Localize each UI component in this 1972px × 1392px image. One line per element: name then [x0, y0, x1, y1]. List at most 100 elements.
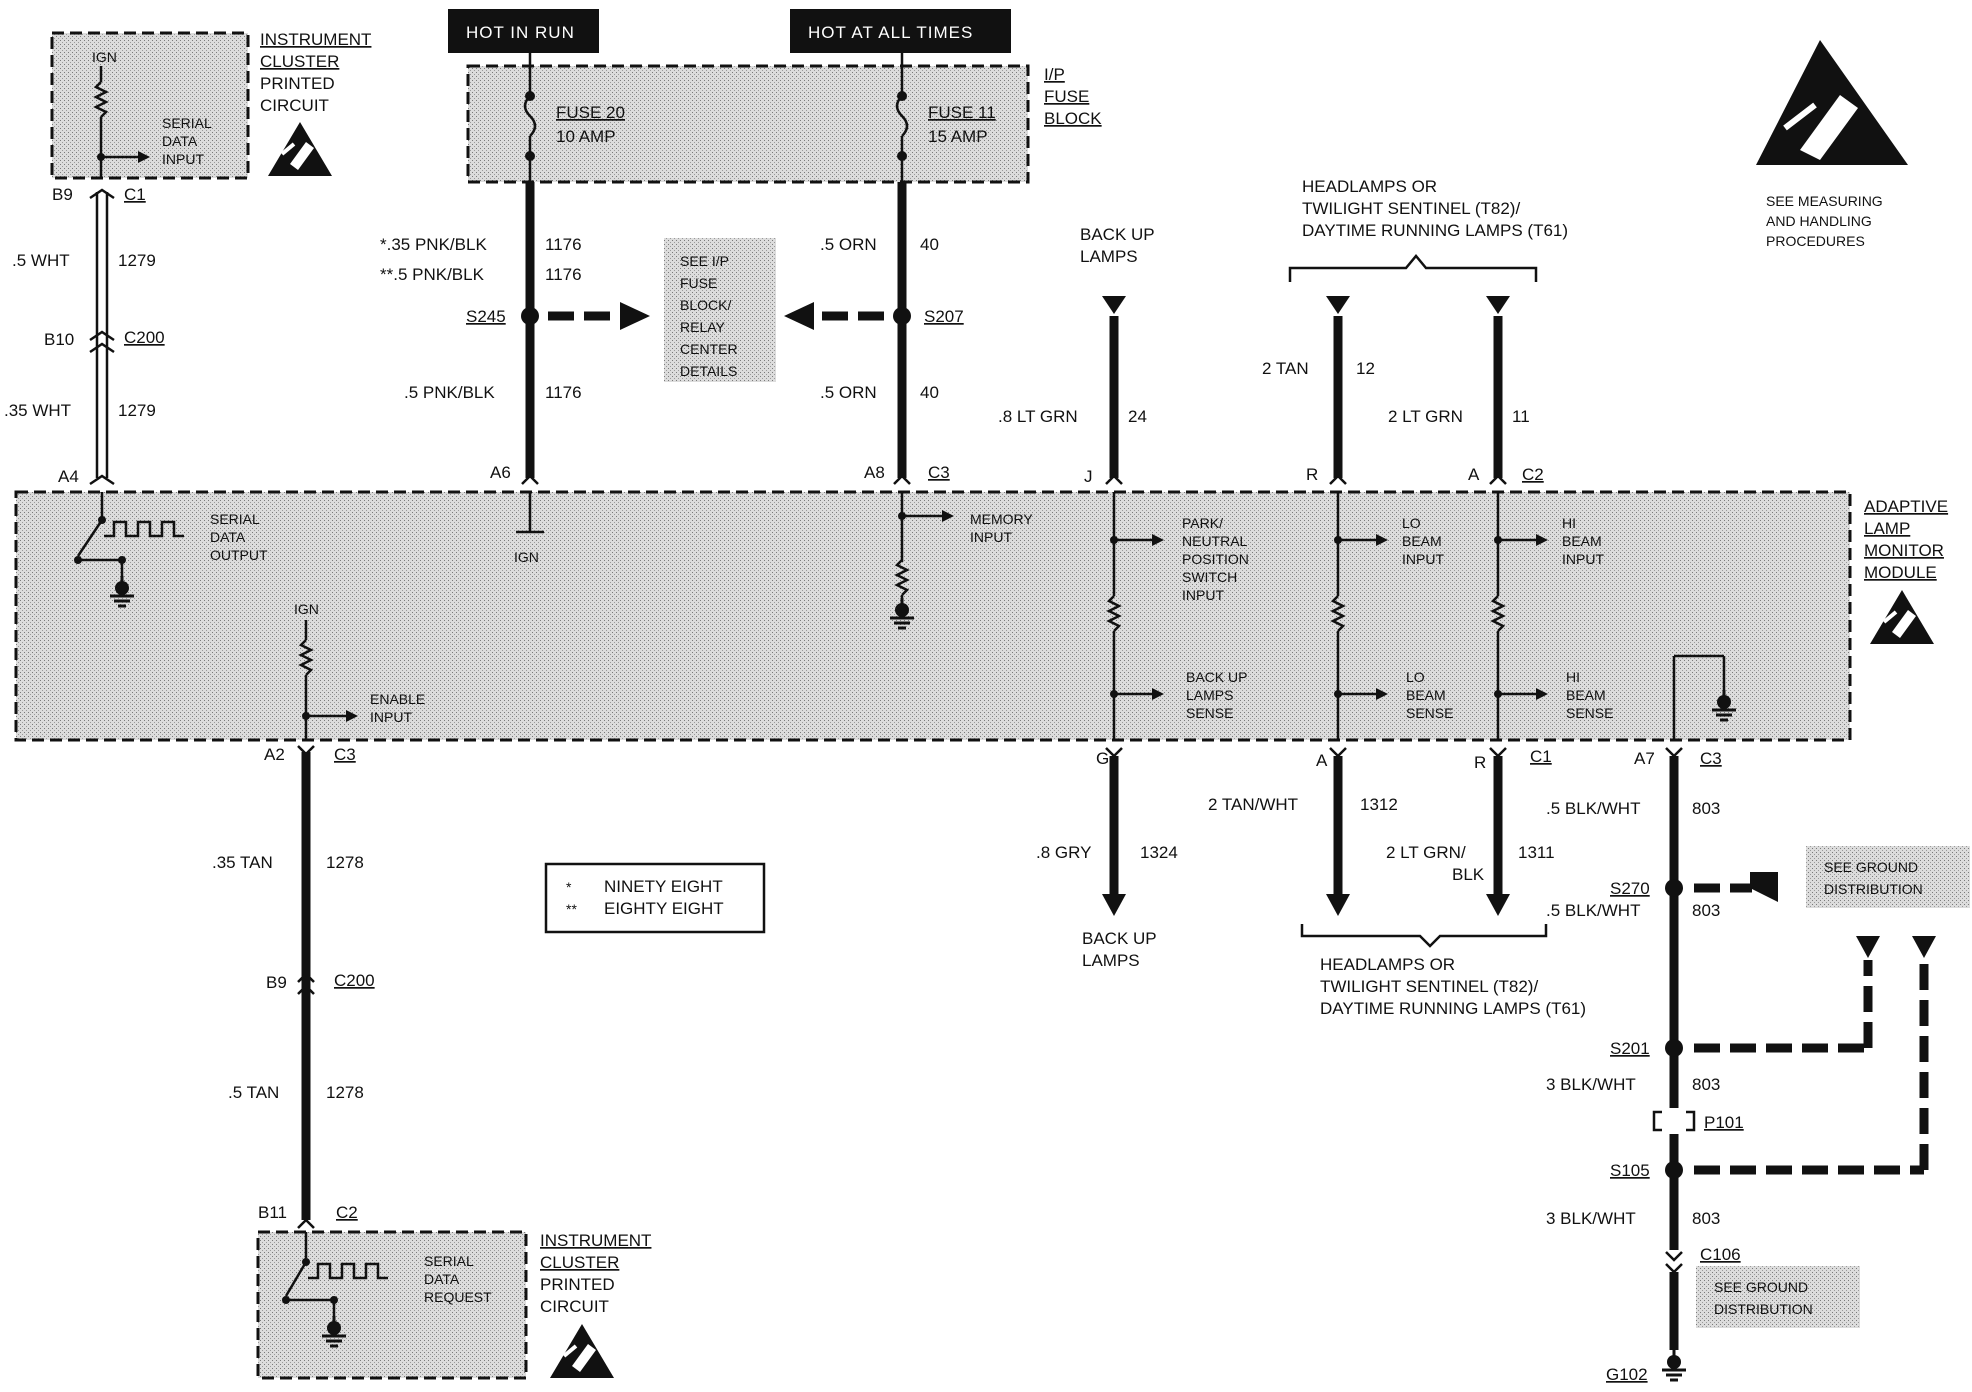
see-ip-fuse-block-details: SEE I/P FUSE BLOCK/ RELAY CENTER DETAILS	[664, 238, 776, 382]
svg-text:DATA: DATA	[210, 529, 246, 545]
svg-text:FUSE: FUSE	[680, 275, 717, 291]
svg-text:RELAY: RELAY	[680, 319, 726, 335]
svg-text:BEAM: BEAM	[1402, 533, 1442, 549]
legend: * NINETY EIGHT ** EIGHTY EIGHT	[544, 862, 766, 934]
svg-text:**: **	[566, 901, 577, 917]
svg-text:HOT IN RUN: HOT IN RUN	[466, 23, 575, 42]
svg-text:BLOCK/: BLOCK/	[680, 297, 731, 313]
svg-text:PARK/: PARK/	[1182, 515, 1223, 531]
wire-1176-circuit-a: 1176	[545, 235, 582, 254]
wire-1279-circuit-b: 1279	[118, 401, 156, 420]
esd-warning-icon: SEE MEASURING AND HANDLING PROCEDURES	[1756, 40, 1908, 249]
conn-a8: A8	[864, 463, 885, 482]
wire-11	[1486, 296, 1510, 485]
wire-1311-circuit: 1311	[1518, 843, 1555, 862]
svg-text:CLUSTER: CLUSTER	[260, 52, 339, 71]
svg-text:INPUT: INPUT	[970, 529, 1012, 545]
wire-40	[784, 182, 911, 485]
wire-1312	[1326, 747, 1350, 916]
conn-c3-top: C3	[928, 463, 950, 482]
conn-c200-top: C200	[124, 328, 165, 347]
conn-a4: A4	[58, 467, 79, 486]
wire-1312-size: 2 TAN/WHT	[1208, 795, 1298, 814]
svg-text:FUSE 20: FUSE 20	[556, 103, 625, 122]
wire-1278	[297, 745, 315, 1229]
wire-1176-circuit-c: 1176	[545, 383, 582, 402]
svg-text:DISTRIBUTION: DISTRIBUTION	[1714, 1301, 1813, 1317]
wire-24	[1102, 296, 1126, 485]
conn-a6: A6	[490, 463, 511, 482]
svg-text:HI: HI	[1566, 669, 1580, 685]
conn-b10: B10	[44, 330, 74, 349]
svg-text:SEE GROUND: SEE GROUND	[1824, 859, 1918, 875]
svg-text:FUSE: FUSE	[1044, 87, 1089, 106]
svg-text:SERIAL: SERIAL	[210, 511, 260, 527]
wire-1324-circuit: 1324	[1140, 843, 1178, 862]
park-neutral-circuit: PARK/ NEUTRAL POSITION SWITCH INPUT BACK…	[1106, 492, 1249, 740]
hi-beam-circuit: HI BEAM INPUT HI BEAM SENSE	[1490, 492, 1613, 740]
svg-text:DISTRIBUTION: DISTRIBUTION	[1824, 881, 1923, 897]
splice-s105: S105	[1610, 1161, 1650, 1180]
conn-g: G	[1096, 749, 1109, 768]
svg-text:ADAPTIVE: ADAPTIVE	[1864, 497, 1948, 516]
splice-s270: S270	[1610, 879, 1650, 898]
adaptive-lamp-monitor-module: ADAPTIVE LAMP MONITOR MODULE	[14, 490, 1948, 742]
svg-text:REQUEST: REQUEST	[424, 1289, 492, 1305]
wire-1311-size-l2: BLK	[1452, 865, 1485, 884]
hot-at-all-times-header: HOT AT ALL TIMES	[790, 9, 1011, 53]
svg-text:EIGHTY EIGHT: EIGHTY EIGHT	[604, 899, 724, 918]
serial-data-output-circuit: SERIAL DATA OUTPUT	[74, 492, 268, 608]
instrument-cluster-bottom: SERIAL DATA REQUEST INSTRUMENT CLUSTER P…	[256, 1230, 651, 1380]
wire-803-circuit-b: 803	[1692, 901, 1720, 920]
wire-803-size-a: .5 BLK/WHT	[1546, 799, 1640, 818]
svg-text:ENABLE: ENABLE	[370, 691, 425, 707]
wire-40-size-a: .5 ORN	[820, 235, 877, 254]
wire-803-size-c: 3 BLK/WHT	[1546, 1075, 1636, 1094]
svg-text:SEE GROUND: SEE GROUND	[1714, 1279, 1808, 1295]
svg-text:BEAM: BEAM	[1562, 533, 1602, 549]
wire-24-size: .8 LT GRN	[998, 407, 1078, 426]
svg-text:LO: LO	[1406, 669, 1425, 685]
conn-a-top: A	[1468, 465, 1480, 484]
see-ground-distribution-2: SEE GROUND DISTRIBUTION	[1696, 1266, 1860, 1328]
svg-text:PRINTED: PRINTED	[540, 1275, 615, 1294]
wire-1279-size-b: .35 WHT	[4, 401, 71, 420]
svg-text:TWILIGHT SENTINEL (T82)/: TWILIGHT SENTINEL (T82)/	[1320, 977, 1538, 996]
wire-1311-size-l1: 2 LT GRN/	[1386, 843, 1466, 862]
svg-text:MODULE: MODULE	[1864, 563, 1937, 582]
wire-40-circuit-b: 40	[920, 383, 939, 402]
svg-text:NEUTRAL: NEUTRAL	[1182, 533, 1248, 549]
headlamps-top: HEADLAMPS OR TWILIGHT SENTINEL (T82)/ DA…	[1288, 177, 1568, 282]
svg-text:BEAM: BEAM	[1566, 687, 1606, 703]
conn-c3-right: C3	[1700, 749, 1722, 768]
wire-1278-circuit-b: 1278	[326, 1083, 364, 1102]
backup-lamps-top-l1: BACK UP	[1080, 225, 1155, 244]
see-ground-distribution-1: SEE GROUND DISTRIBUTION	[1806, 846, 1970, 908]
svg-text:INPUT: INPUT	[1562, 551, 1604, 567]
wire-1279-size-a: .5 WHT	[12, 251, 70, 270]
svg-text:MEMORY: MEMORY	[970, 511, 1033, 527]
wire-12-circuit: 12	[1356, 359, 1375, 378]
svg-text:15 AMP: 15 AMP	[928, 127, 988, 146]
svg-text:OUTPUT: OUTPUT	[210, 547, 268, 563]
svg-text:DATA: DATA	[162, 133, 198, 149]
wire-1176	[521, 182, 650, 485]
splice-p101: P101	[1704, 1113, 1744, 1132]
wire-1279	[89, 188, 115, 486]
svg-text:SEE I/P: SEE I/P	[680, 253, 729, 269]
svg-text:CLUSTER: CLUSTER	[540, 1253, 619, 1272]
svg-text:BEAM: BEAM	[1406, 687, 1446, 703]
wire-1279-circuit-a: 1279	[118, 251, 156, 270]
splice-s245: S245	[466, 307, 506, 326]
conn-c106: C106	[1700, 1245, 1741, 1264]
svg-text:PROCEDURES: PROCEDURES	[1766, 233, 1865, 249]
wire-1176-size-b: **.5 PNK/BLK	[380, 265, 485, 284]
svg-text:IGN: IGN	[294, 601, 319, 617]
conn-c2-bottom: C2	[336, 1203, 358, 1222]
svg-text:IGN: IGN	[514, 549, 539, 565]
svg-text:SEE MEASURING: SEE MEASURING	[1766, 193, 1883, 209]
svg-text:I/P: I/P	[1044, 65, 1065, 84]
wire-803	[1652, 747, 1936, 1382]
svg-text:10 AMP: 10 AMP	[556, 127, 616, 146]
